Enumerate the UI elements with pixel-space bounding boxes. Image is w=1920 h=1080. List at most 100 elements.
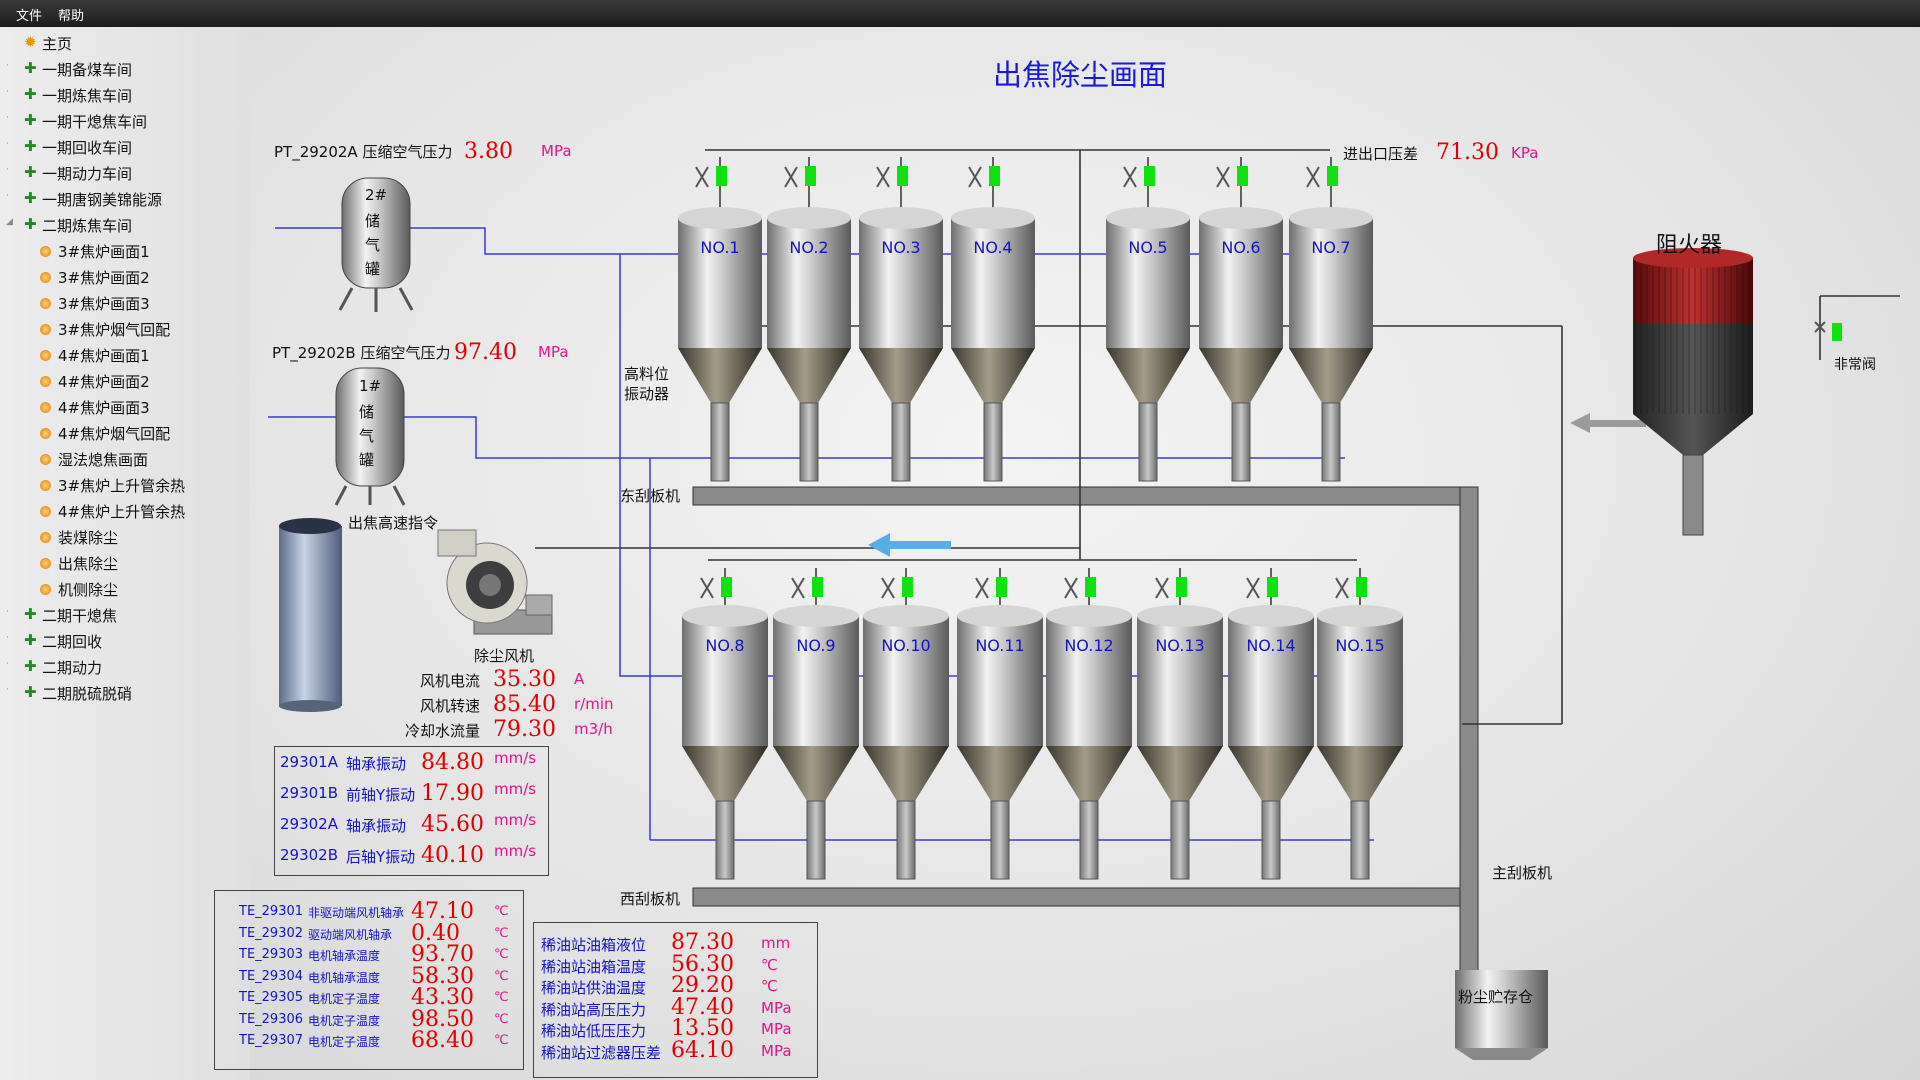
dust-hopper-tank: NO.1 — [678, 157, 762, 482]
dust-hopper-tank: NO.2 — [767, 157, 851, 482]
sidebar-item[interactable]: 4#焦炉画面2 — [40, 371, 250, 395]
expander-icon[interactable]: · — [6, 633, 9, 643]
sidebar-item[interactable]: ·✚一期备煤车间 — [6, 59, 250, 83]
expander-icon[interactable]: · — [6, 685, 9, 695]
expander-icon[interactable]: ◢ — [6, 217, 13, 227]
sidebar-item[interactable]: ✹主页 — [24, 33, 250, 57]
sidebar-item[interactable]: ◢✚二期炼焦车间 — [6, 215, 250, 239]
expander-icon[interactable]: · — [6, 659, 9, 669]
dust-hopper-tank: NO.12 — [1046, 568, 1132, 880]
tank-name-char: 1# — [359, 377, 382, 395]
valve-status-indicator — [1144, 166, 1155, 186]
tank-number-label: NO.4 — [973, 238, 1012, 257]
main-scraper-label: 主刮板机 — [1492, 864, 1553, 882]
sidebar-item[interactable]: 装煤除尘 — [40, 527, 250, 551]
page-icon — [40, 579, 56, 599]
west-scraper-label: 西刮板机 — [620, 890, 681, 908]
page-icon — [40, 371, 56, 391]
valve-status-indicator — [1085, 577, 1096, 597]
expander-icon[interactable]: · — [6, 61, 9, 71]
tank-top — [863, 605, 949, 627]
sidebar-item[interactable]: 机侧除尘 — [40, 579, 250, 603]
tank-number-label: NO.3 — [881, 238, 920, 257]
sidebar-item[interactable]: 4#焦炉上升管余热 — [40, 501, 250, 525]
air-tank-2-pressure-value: 3.80 — [464, 139, 513, 164]
sidebar-item[interactable]: 3#焦炉烟气回配 — [40, 319, 250, 343]
sidebar-item[interactable]: ·✚二期脱硫脱硝 — [6, 683, 250, 707]
valve-status-indicator — [1356, 577, 1367, 597]
tank-cone — [1228, 746, 1314, 801]
flame-arrester-label: 阻火器 — [1656, 233, 1723, 258]
temperature-value: 0.40 — [411, 920, 460, 946]
dust-silo-label: 粉尘贮存仓 — [1458, 988, 1534, 1006]
tank-outlet — [891, 402, 911, 482]
temperature-tag: TE_29301 — [239, 904, 304, 919]
tank-name-char: 气 — [365, 236, 381, 254]
temperature-tag: TE_29304 — [239, 968, 304, 984]
expander-icon[interactable]: · — [6, 607, 9, 617]
abnormal-valve[interactable] — [1814, 321, 1842, 341]
sidebar-item[interactable]: 4#焦炉烟气回配 — [40, 423, 250, 447]
oil-station-label: 稀油站供油温度 — [541, 979, 647, 997]
sidebar-item-label: 一期干熄焦车间 — [42, 113, 148, 131]
tank-number-label: NO.1 — [700, 238, 739, 257]
dust-hopper-tank: NO.7 — [1289, 157, 1373, 482]
valve-status-indicator — [996, 577, 1007, 597]
dust-silo — [1455, 970, 1548, 1060]
valve-status-indicator — [716, 166, 727, 186]
sidebar-item[interactable]: ·✚一期炼焦车间 — [6, 85, 250, 109]
east-scraper-conveyor — [692, 486, 1461, 506]
sidebar-item[interactable]: 4#焦炉画面3 — [40, 397, 250, 421]
expander-icon[interactable]: · — [6, 139, 9, 149]
menu-file[interactable]: 文件 — [16, 9, 43, 24]
sidebar-item[interactable]: ·✚二期回收 — [6, 631, 250, 655]
oil-station-unit: MPa — [761, 1020, 792, 1038]
page-icon — [40, 553, 56, 573]
valve-icon — [975, 577, 989, 599]
expander-icon[interactable]: · — [6, 165, 9, 175]
sidebar-item[interactable]: 湿法熄焦画面 — [40, 449, 250, 473]
sidebar-item-label: 一期动力车间 — [42, 165, 133, 183]
fan-reading-unit: r/min — [574, 695, 614, 713]
expander-icon[interactable]: · — [6, 113, 9, 123]
oil-station-label: 稀油站高压压力 — [541, 1000, 647, 1019]
expander-icon[interactable]: · — [6, 87, 9, 97]
page-icon — [40, 397, 56, 417]
tank-top — [1137, 605, 1223, 627]
sidebar-item[interactable]: 3#焦炉画面3 — [40, 293, 250, 317]
sidebar-item[interactable]: ·✚一期回收车间 — [6, 137, 250, 161]
sidebar-item[interactable]: ·✚一期唐钢美锦能源 — [6, 189, 250, 213]
vibration-panel — [274, 746, 549, 876]
temperature-label: 电机轴承温度 — [308, 970, 381, 985]
page-icon — [40, 319, 56, 339]
abnormal-valve-label: 非常阀 — [1834, 357, 1876, 373]
sidebar-item[interactable]: ·✚一期动力车间 — [6, 163, 250, 187]
temperature-tag: TE_29307 — [239, 1033, 304, 1048]
valve-icon — [1123, 166, 1137, 188]
sidebar-item[interactable]: 3#焦炉上升管余热 — [40, 475, 250, 499]
tank-number-label: NO.13 — [1155, 636, 1204, 655]
expander-icon[interactable]: · — [6, 191, 9, 201]
valve-icon — [1216, 166, 1230, 188]
tank-top — [767, 207, 851, 229]
sidebar-item[interactable]: ·✚一期干熄焦车间 — [6, 111, 250, 135]
temperature-unit: ℃ — [494, 925, 509, 941]
plus-icon: ✚ — [24, 605, 37, 623]
sidebar-item[interactable]: 3#焦炉画面1 — [40, 241, 250, 265]
chimney-pipe — [279, 518, 342, 712]
sidebar-item[interactable]: ·✚二期动力 — [6, 657, 250, 681]
menu-help[interactable]: 帮助 — [58, 9, 85, 24]
sidebar-item[interactable]: 4#焦炉画面1 — [40, 345, 250, 369]
sidebar-item-label: 3#焦炉画面1 — [58, 243, 150, 261]
tank-body — [1228, 616, 1314, 746]
vibration-unit: mm/s — [494, 780, 537, 798]
sidebar-item[interactable]: · ✚ 二期干熄焦 — [6, 605, 250, 629]
fan-reading-unit: m3/h — [574, 720, 613, 738]
sidebar-item[interactable]: 3#焦炉画面2 — [40, 267, 250, 291]
sun-icon: ✹ — [24, 33, 37, 51]
sidebar-item[interactable]: 出焦除尘 — [40, 553, 250, 577]
plus-icon: ✚ — [24, 85, 37, 103]
dust-hopper-tank: NO.10 — [863, 568, 949, 880]
tank-number-label: NO.5 — [1128, 238, 1167, 257]
sidebar-item-label: 二期干熄焦 — [42, 607, 118, 625]
